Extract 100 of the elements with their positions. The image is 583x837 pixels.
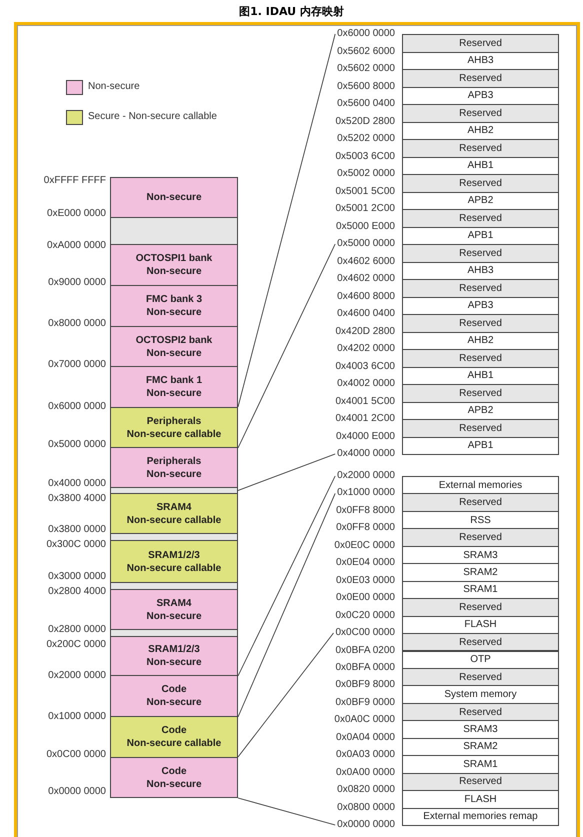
gap-block	[110, 217, 238, 245]
reserved-row: Reserved	[402, 419, 559, 438]
address-label: 0x4000 0000	[337, 448, 395, 460]
address-label: 0xE000 0000	[47, 208, 106, 220]
memory-row: OTP	[402, 650, 559, 669]
address-label: 0x4003 6C00	[336, 360, 395, 372]
reserved-row: Reserved	[402, 349, 559, 368]
leader-line	[238, 454, 336, 491]
address-label: 0x0C20 0000	[336, 610, 395, 622]
address-label: 0x5001 5C00	[336, 186, 395, 198]
address-label: 0x4600 0400	[337, 308, 395, 320]
memory-block: SRAM1/2/3 Non-secure	[110, 636, 238, 676]
memory-block: Code Non-secure	[110, 675, 238, 717]
memory-block: Peripherals Non-secure	[110, 447, 238, 488]
address-label: 0x200C 0000	[46, 639, 106, 651]
memory-row: FLASH	[402, 790, 559, 809]
address-label: 0x5602 0000	[337, 63, 395, 75]
address-label: 0x6000 0000	[337, 28, 395, 40]
address-label: 0x0E0C 0000	[334, 540, 395, 552]
address-label: 0x0A04 0000	[336, 732, 395, 744]
address-label: 0x3000 0000	[48, 571, 106, 583]
leader-line	[238, 34, 336, 408]
address-label: 0x0820 0000	[337, 784, 395, 796]
address-label: 0x2800 4000	[48, 586, 106, 598]
address-label: 0x0BF9 0000	[336, 696, 395, 709]
address-label: 0x4001 5C00	[336, 396, 395, 408]
memory-block: Code Non-secure	[110, 757, 238, 798]
address-label: 0x0000 0000	[48, 786, 106, 798]
address-label: 0x5202 0000	[337, 133, 395, 145]
reserved-row: Reserved	[402, 69, 559, 88]
memory-row: SRAM1	[402, 755, 559, 774]
address-label: 0x0FF8 8000	[336, 504, 395, 517]
address-label: 0x0FF8 0000	[336, 522, 395, 534]
leader-line	[238, 632, 334, 758]
memory-row: SRAM3	[402, 720, 559, 739]
reserved-row: Reserved	[402, 104, 559, 122]
address-label: 0x0800 0000	[337, 802, 395, 814]
address-label: 0x5002 0000	[337, 168, 395, 180]
reserved-row: Reserved	[402, 244, 559, 262]
address-label: 0x9000 0000	[48, 277, 106, 289]
figure-title: 图1. IDAU 内存映射	[238, 4, 345, 19]
address-label: 0x5600 0400	[337, 98, 395, 110]
address-label: 0x1000 0000	[337, 487, 395, 500]
address-label: 0x4001 2C00	[336, 413, 395, 425]
address-label: 0x5000 E000	[336, 220, 395, 232]
address-label: 0x5000 0000	[337, 238, 395, 250]
reserved-row: Reserved	[402, 314, 559, 332]
reserved-row: Reserved	[402, 528, 559, 547]
memory-block: SRAM4 Non-secure	[110, 589, 238, 630]
reserved-row: Reserved	[402, 209, 559, 228]
address-label: 0x0A00 0000	[336, 766, 395, 779]
address-label: 0x5602 6000	[337, 46, 395, 58]
address-label: 0x300C 0000	[46, 539, 106, 551]
memory-block: Non-secure	[110, 177, 238, 218]
reserved-row: Reserved	[402, 493, 559, 512]
memory-row: External memories remap	[402, 808, 559, 826]
address-label: 0x0C00 0000	[336, 627, 395, 640]
reserved-row: Reserved	[402, 279, 559, 298]
address-label: 0x2000 0000	[337, 470, 395, 482]
address-label: 0x0000 0000	[337, 819, 395, 831]
address-label: 0x7000 0000	[48, 359, 106, 371]
memory-block: SRAM4 Non-secure callable	[110, 493, 238, 534]
memory-block: Peripherals Non-secure callable	[110, 407, 238, 448]
address-label: 0x2000 0000	[48, 670, 106, 682]
address-label: 0x6000 0000	[48, 401, 106, 413]
memory-block: Code Non-secure callable	[110, 716, 238, 758]
address-label: 0x5001 2C00	[336, 203, 395, 215]
leader-line	[238, 798, 336, 826]
memory-row: System memory	[402, 685, 559, 704]
reserved-row: Reserved	[402, 598, 559, 617]
legend-label: Secure - Non-secure callable	[88, 111, 217, 123]
reserved-row: Reserved	[402, 174, 559, 192]
address-label: 0xFFFF FFFF	[44, 175, 106, 187]
address-label: 0x520D 2800	[336, 116, 395, 128]
address-label: 0x2800 0000	[48, 624, 106, 636]
address-label: 0x0BF9 8000	[336, 679, 395, 692]
address-label: 0x5003 6C00	[336, 150, 395, 162]
address-label: 0x4000 E000	[336, 430, 395, 442]
address-label: 0x3800 0000	[48, 524, 106, 536]
memory-block: FMC bank 3 Non-secure	[110, 285, 238, 327]
memory-row: SRAM2	[402, 563, 559, 582]
address-label: 0x0BFA 0200	[336, 644, 395, 656]
address-label: 0x0A03 0000	[336, 749, 395, 762]
memory-block: OCTOSPI2 bank Non-secure	[110, 326, 238, 367]
address-label: 0x4600 8000	[337, 290, 395, 302]
address-label: 0x4202 0000	[337, 343, 395, 355]
address-label: 0x4002 0000	[337, 378, 395, 390]
reserved-row: Reserved	[402, 34, 559, 52]
address-label: 0x0A0C 0000	[334, 714, 395, 726]
legend-label: Non-secure	[88, 81, 140, 93]
address-label: 0x3800 4000	[48, 493, 106, 505]
address-label: 0x420D 2800	[336, 326, 395, 338]
address-label: 0x0E03 0000	[336, 574, 395, 587]
address-label: 0x0E04 0000	[336, 557, 395, 570]
address-label: 0x5000 0000	[48, 439, 106, 451]
address-label: 0x0C00 0000	[46, 749, 106, 761]
address-label: 0x4000 0000	[48, 478, 106, 490]
reserved-row: Reserved	[402, 384, 559, 402]
address-label: 0x5600 8000	[337, 80, 395, 92]
reserved-row: Reserved	[402, 139, 559, 158]
